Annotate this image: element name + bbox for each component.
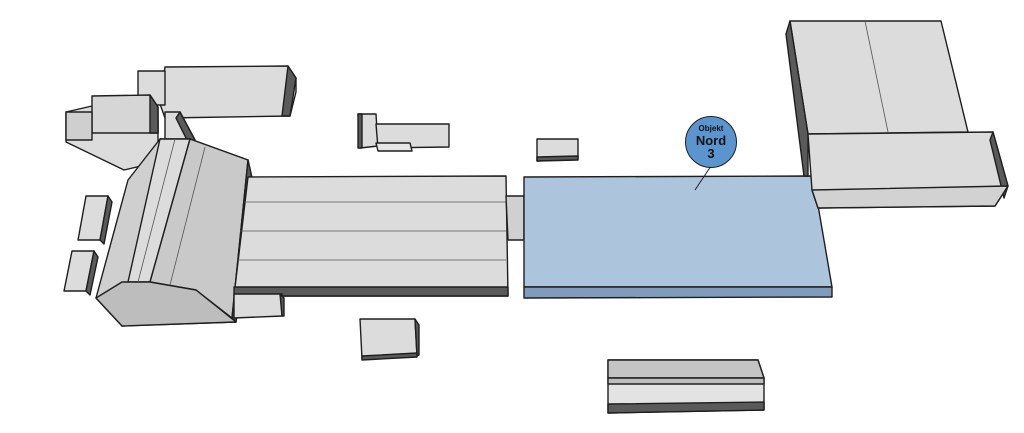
building-annex-below-hall: [233, 293, 285, 319]
building-large-roofed: [95, 138, 253, 327]
marker-leader-line: [694, 165, 712, 191]
building-cluster-left: [65, 94, 196, 171]
building-shed-left-upper: [77, 195, 113, 245]
building-small-box-lower: [359, 318, 420, 361]
marker-label-objekt: Objekt: [698, 123, 724, 133]
marker-label-number: 3: [707, 145, 715, 161]
marker-label-nord: Nord: [695, 132, 727, 148]
building-objekt-nord-3[interactable]: [523, 175, 833, 299]
building-right-large: [785, 20, 1009, 209]
building-bottom-right: [607, 359, 765, 414]
objekt-nord-3-marker[interactable]: Objekt Nord 3: [685, 116, 737, 168]
building-shed-left-lower: [63, 250, 99, 296]
building-small-center-top: [357, 113, 450, 152]
building-small-box-center: [536, 138, 579, 162]
building-top-left-long: [137, 65, 297, 119]
building-long-hall: [233, 175, 525, 297]
